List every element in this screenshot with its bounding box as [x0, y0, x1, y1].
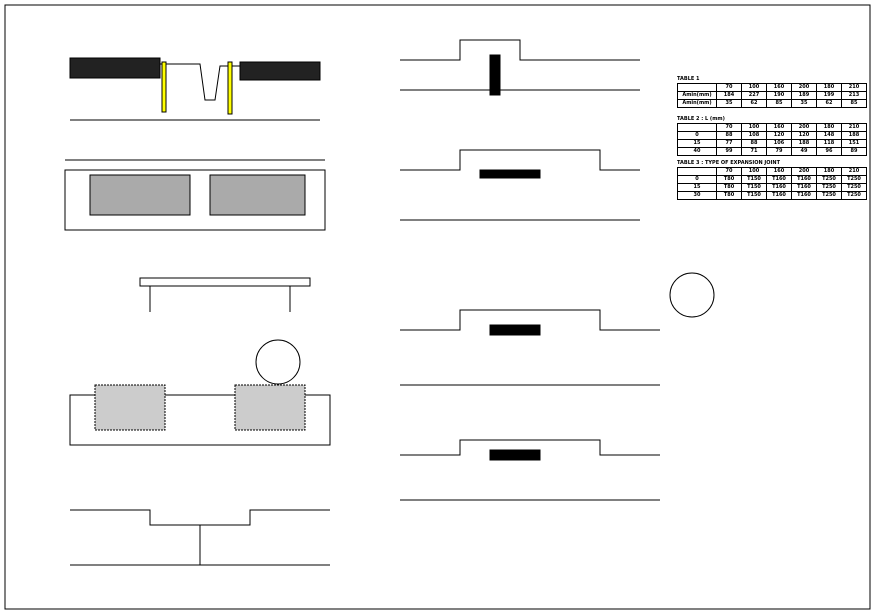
table-cell: 0 — [677, 131, 717, 140]
detail-right-1 — [400, 39, 640, 96]
table-cell: 120 — [791, 131, 817, 140]
table-cell: 160 — [766, 83, 792, 92]
table-caption: TABLE 1 — [677, 76, 700, 82]
table-cell: 160 — [766, 167, 792, 176]
table-cell: T160 — [791, 191, 817, 200]
table-cell: 85 — [841, 99, 867, 108]
table-cell: 210 — [841, 83, 867, 92]
table-cell: 62 — [741, 99, 767, 108]
table-cell: T160 — [766, 191, 792, 200]
table-cell: 210 — [841, 167, 867, 176]
table-cell: 199 — [816, 91, 842, 100]
table-caption: TABLE 2 : L (mm) — [677, 116, 725, 122]
table-cell: 148 — [816, 131, 842, 140]
detail-top-left — [69, 57, 321, 121]
table-cell: 118 — [816, 139, 842, 148]
table-cell: 88 — [741, 139, 767, 148]
table-cell: 77 — [716, 139, 742, 148]
table-cell: 120 — [766, 131, 792, 140]
table-cell: T250 — [816, 183, 842, 192]
table-cell: T150 — [741, 183, 767, 192]
table-caption: TABLE 3 : TYPE OF EXPANSION JOINT — [677, 160, 780, 166]
table-cell — [677, 167, 717, 176]
table-cell: 189 — [791, 91, 817, 100]
table-cell: T150 — [741, 191, 767, 200]
table-cell: 71 — [741, 147, 767, 156]
table-cell: 200 — [791, 83, 817, 92]
table-cell: 15 — [677, 139, 717, 148]
detail-bottom-left — [70, 509, 330, 566]
table-cell: T250 — [841, 183, 867, 192]
table-cell: 70 — [716, 83, 742, 92]
table-cell: T80 — [716, 191, 742, 200]
table-cell: 49 — [791, 147, 817, 156]
table-cell: 188 — [841, 131, 867, 140]
table-cell: 180 — [816, 83, 842, 92]
table-cell: 190 — [766, 91, 792, 100]
table-cell: 99 — [716, 147, 742, 156]
table-cell: T160 — [766, 183, 792, 192]
table-cell: 40 — [677, 147, 717, 156]
table-cell: T250 — [816, 191, 842, 200]
table-cell: 88 — [716, 131, 742, 140]
table-cell: 210 — [841, 123, 867, 132]
table-cell: 180 — [816, 123, 842, 132]
detail-plan-strip — [139, 277, 311, 312]
table-cell: 108 — [741, 131, 767, 140]
table-cell: 30 — [677, 191, 717, 200]
table-cell: 70 — [716, 167, 742, 176]
table-cell — [677, 83, 717, 92]
table-cell: 0 — [677, 175, 717, 184]
table-cell: 184 — [716, 91, 742, 100]
table-cell: T160 — [791, 183, 817, 192]
table-cell: 151 — [841, 139, 867, 148]
table-cell: 35 — [716, 99, 742, 108]
table-cell: 106 — [766, 139, 792, 148]
detail-hatched-section — [64, 159, 326, 231]
table-cell: 96 — [816, 147, 842, 156]
table-cell: T160 — [766, 175, 792, 184]
table-cell: 100 — [741, 83, 767, 92]
table-cell: T250 — [841, 175, 867, 184]
table-cell: 160 — [766, 123, 792, 132]
table-cell: 227 — [741, 91, 767, 100]
detail-right-4 — [400, 439, 660, 501]
sheet-border — [4, 4, 871, 610]
table-cell: 62 — [816, 99, 842, 108]
detail-right-3 — [400, 272, 715, 386]
table-cell: Amin(mm) — [677, 99, 717, 108]
table-cell: T250 — [841, 191, 867, 200]
table-cell: 200 — [791, 123, 817, 132]
table-cell: 100 — [741, 167, 767, 176]
table-cell — [677, 123, 717, 132]
table-cell: T150 — [741, 175, 767, 184]
table-cell: 89 — [841, 147, 867, 156]
table-cell: Amin(mm) — [677, 91, 717, 100]
table-cell: T250 — [816, 175, 842, 184]
table-cell: 180 — [816, 167, 842, 176]
detail-right-2 — [400, 149, 640, 221]
table-cell: 213 — [841, 91, 867, 100]
table-cell: 15 — [677, 183, 717, 192]
table-cell: T80 — [716, 175, 742, 184]
table-cell: T80 — [716, 183, 742, 192]
table-cell: 188 — [791, 139, 817, 148]
table-cell: 70 — [716, 123, 742, 132]
detail-concrete-section — [69, 339, 331, 446]
table-cell: T160 — [791, 175, 817, 184]
table-cell: 35 — [791, 99, 817, 108]
table-cell: 200 — [791, 167, 817, 176]
table-cell: 79 — [766, 147, 792, 156]
table-cell: 100 — [741, 123, 767, 132]
table-cell: 85 — [766, 99, 792, 108]
